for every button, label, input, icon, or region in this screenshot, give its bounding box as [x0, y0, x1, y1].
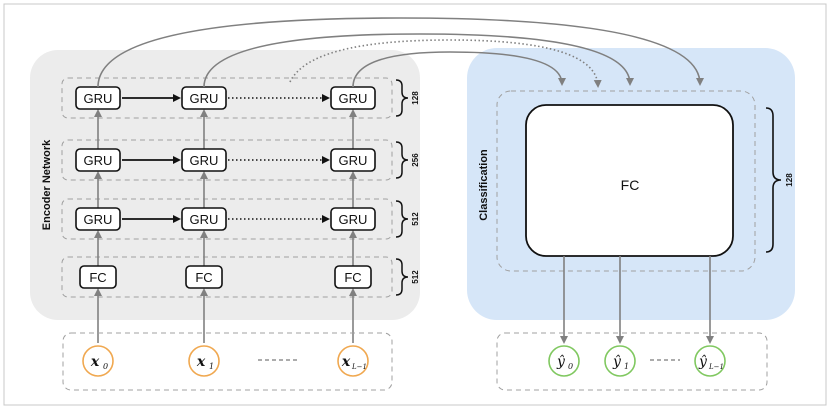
gru-layer-3-box — [61, 198, 393, 240]
gru-node-3-L — [330, 207, 376, 231]
output-y1-sub: 1 — [624, 362, 629, 371]
layer-size-3: 512 — [411, 212, 420, 226]
gru-node-3-1 — [181, 207, 227, 231]
output-y0-symbol: ŷ — [556, 353, 566, 370]
gru-label: GRU — [190, 91, 219, 106]
input-node-0 — [82, 345, 114, 377]
output-yL-symbol: ŷ — [698, 353, 708, 370]
recurrent-arrows — [122, 94, 330, 223]
gru-node-3-0 — [75, 207, 121, 231]
skip-arrow-L — [352, 51, 566, 88]
gru-label: GRU — [84, 212, 113, 227]
output-arrows — [560, 256, 714, 344]
skip-arrow-0 — [97, 17, 704, 88]
fc-node-1 — [185, 265, 223, 289]
output-y0-sub: 0 — [568, 362, 573, 371]
fc-node-L — [334, 265, 372, 289]
gru-label: GRU — [190, 153, 219, 168]
input-x1-symbol: x — [196, 354, 206, 370]
gru-node-2-L — [330, 148, 376, 172]
gru-nodes — [75, 86, 376, 289]
gru-label: GRU — [84, 91, 113, 106]
skip-arrows — [97, 17, 704, 88]
gru-label: GRU — [339, 91, 368, 106]
gru-node-2-1 — [181, 148, 227, 172]
input-xL-sub: L−1 — [351, 363, 367, 371]
input-x0-symbol: x — [90, 354, 100, 370]
skip-arrow-dotted — [289, 39, 602, 88]
input-box — [62, 332, 393, 391]
brace-classification — [765, 107, 782, 253]
fc-label: FC — [89, 270, 106, 285]
gru-label: GRU — [84, 153, 113, 168]
fc-layer-box — [61, 256, 393, 298]
classification-fc-block — [525, 104, 734, 257]
output-node-1 — [604, 345, 636, 377]
classification-fc-label: FC — [621, 177, 640, 193]
input-node-L — [337, 345, 369, 377]
vertical-arrows — [94, 109, 357, 343]
classification-title: Classification — [478, 149, 490, 221]
output-box — [496, 332, 768, 391]
gru-label: GRU — [339, 212, 368, 227]
output-node-0 — [548, 345, 580, 377]
fc-label: FC — [344, 270, 361, 285]
node-labels: GRU GRU GRU GRU GRU GRU GRU GRU GRU FC F… — [84, 91, 368, 285]
input-node-1 — [188, 345, 220, 377]
layer-size-1: 128 — [411, 91, 420, 105]
input-x0-sub: 0 — [103, 362, 108, 371]
output-y1-symbol: ŷ — [612, 353, 622, 370]
output-node-L — [694, 345, 726, 377]
classification-dashed-box — [496, 90, 756, 272]
layer-size-fc: 512 — [411, 270, 420, 284]
classification-size: 128 — [785, 173, 794, 187]
gru-label: GRU — [339, 153, 368, 168]
output-yL-sub: L−1 — [708, 363, 724, 371]
brace-layer-2 — [395, 141, 409, 179]
gru-node-2-0 — [75, 148, 121, 172]
layer-size-2: 256 — [411, 153, 420, 167]
encoder-title: Encoder Network — [41, 139, 53, 230]
skip-arrow-1 — [203, 33, 634, 88]
input-x1-sub: 1 — [209, 362, 214, 371]
gru-layer-1-box — [61, 77, 393, 119]
gru-label: GRU — [190, 212, 219, 227]
input-xL-symbol: x — [341, 354, 351, 370]
outer-frame — [3, 3, 827, 406]
brace-layer-1 — [395, 79, 409, 117]
brace-layer-3 — [395, 200, 409, 238]
fc-label: FC — [195, 270, 212, 285]
fc-node-0 — [79, 265, 117, 289]
gru-layer-2-box — [61, 139, 393, 181]
brace-fc-layer — [395, 258, 409, 296]
